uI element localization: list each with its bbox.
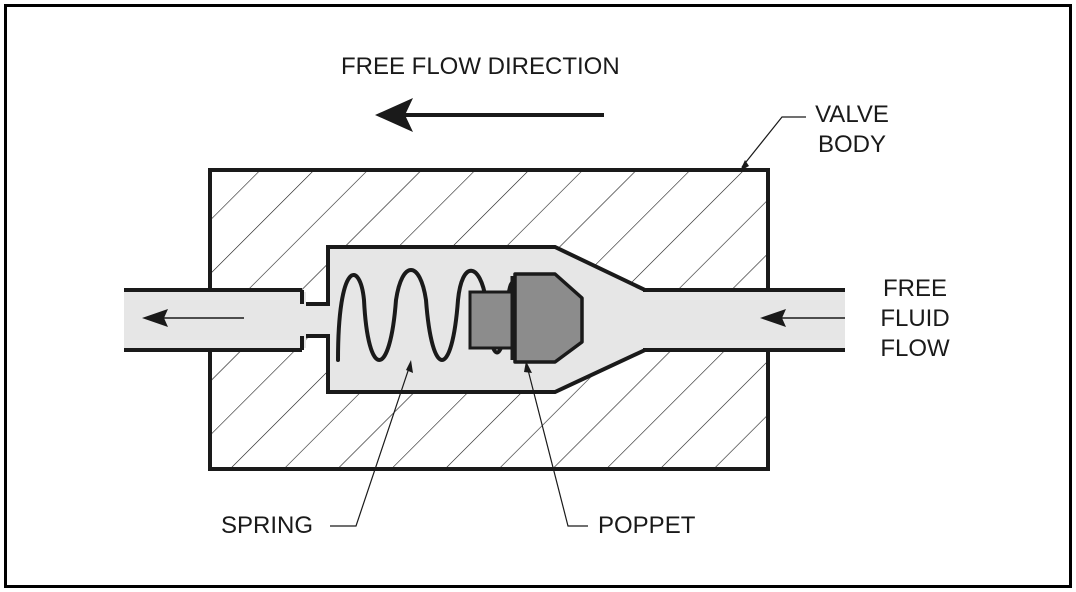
- poppet-stem: [468, 290, 514, 350]
- outlet-flow-arrow: [142, 309, 244, 327]
- inlet-pipe: [640, 290, 845, 350]
- valve-body-leader: [740, 116, 806, 171]
- valve-body-label-line2: BODY: [817, 131, 886, 158]
- inlet-flow-arrow: [760, 309, 845, 327]
- poppet-label: POPPET: [598, 512, 696, 539]
- poppet-leader: [524, 361, 588, 527]
- free-fluid-flow-line2: FLUID: [880, 305, 950, 332]
- free-fluid-flow-label: FREE FLUID FLOW: [868, 274, 962, 364]
- spring-leader: [330, 360, 413, 527]
- poppet: [513, 272, 584, 364]
- spring-label: SPRING: [221, 512, 314, 539]
- free-fluid-flow-line1: FREE: [882, 275, 947, 302]
- flow-direction-arrow: [375, 98, 604, 132]
- free-fluid-flow-line3: FLOW: [880, 335, 950, 362]
- flow-direction-label: FREE FLOW DIRECTION: [341, 53, 620, 80]
- valve-body-label-line1: VALVE: [815, 101, 889, 128]
- valve-body-label: VALVE BODY: [806, 100, 898, 160]
